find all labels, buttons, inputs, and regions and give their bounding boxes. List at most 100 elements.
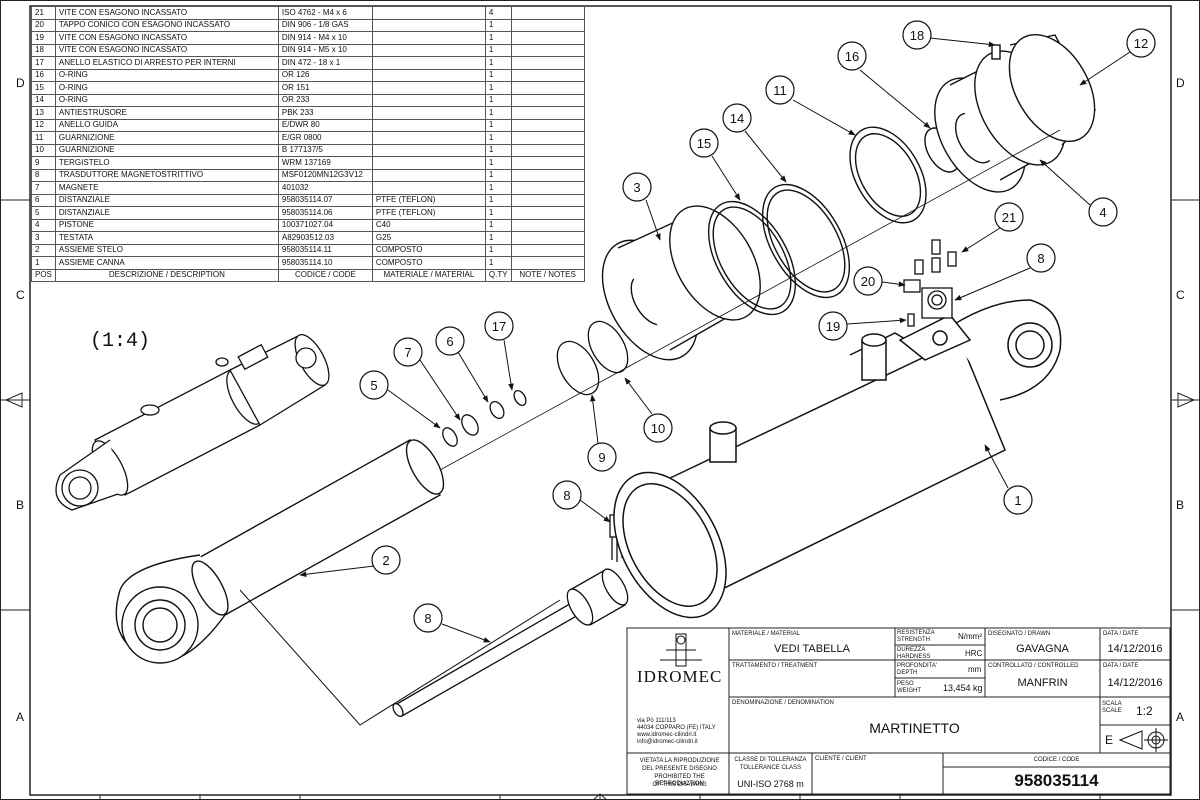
bom-header-desc: DESCRIZIONE / DESCRIPTION [54, 268, 279, 282]
bom-cell-desc: DISTANZIALE [54, 206, 279, 220]
bom-cell-note [510, 6, 585, 20]
bom-cell-code: OR 126 [277, 68, 373, 82]
bom-cell-note [510, 143, 585, 157]
bom-cell-pos: 5 [31, 206, 56, 220]
bom-cell-desc: ANELLO ELASTICO DI ARRESTO PER INTERNI [54, 56, 279, 70]
svg-text:4: 4 [1099, 205, 1106, 220]
bom-cell-pos: 18 [31, 43, 56, 57]
bom-cell-qty: 1 [484, 143, 512, 157]
bom-cell-desc: TAPPO CONICO CON ESAGONO INCASSATO [54, 18, 279, 32]
svg-text:18: 18 [910, 28, 924, 43]
checked-value: MANFRIN [1017, 677, 1068, 689]
bom-cell-qty: 1 [484, 231, 512, 245]
transducer-head [903, 239, 957, 327]
bom-cell-code: PBK 233 [277, 106, 373, 120]
bom-cell-desc: TRASDUTTORE MAGNETOSTRITTIVO [54, 168, 279, 182]
hardness-label-it: DUREZZA [897, 647, 926, 653]
bom-cell-mat [371, 43, 486, 57]
piston-part [934, 33, 1096, 193]
strength-label-it: RESISTENZA [897, 630, 935, 636]
bom-cell-note [510, 168, 585, 182]
company-address-2: 44034 COPPARO (FE) ITALY [637, 725, 716, 731]
bom-cell-desc: ANTIESTRUSORE [54, 106, 279, 120]
projection-symbol [1118, 728, 1168, 752]
bom-cell-mat [371, 118, 486, 132]
svg-text:1: 1 [1014, 493, 1021, 508]
depth-label-it: PROFONDITA' [897, 663, 938, 669]
bom-cell-qty: 1 [484, 181, 512, 195]
svg-text:21: 21 [1002, 210, 1016, 225]
bom-cell-code: ISO 4762 - M4 x 6 [277, 6, 373, 20]
bom-cell-note [510, 18, 585, 32]
bom-cell-mat [371, 143, 486, 157]
scale-value: 1:2 [1136, 704, 1153, 718]
bom-cell-qty: 1 [484, 118, 512, 132]
bom-cell-code: OR 233 [277, 93, 373, 107]
bom-cell-qty: 1 [484, 256, 512, 270]
company-logo [660, 633, 702, 667]
bom-cell-pos: 11 [31, 131, 56, 145]
bom-cell-mat: C40 [371, 218, 486, 232]
bom-cell-code: OR 151 [277, 81, 373, 95]
bom-cell-mat [371, 156, 486, 170]
zone-letter-left-b: B [16, 498, 25, 512]
bom-cell-code: DIN 906 - 1/8 GAS [277, 18, 373, 32]
bom-cell-qty: 1 [484, 218, 512, 232]
bom-header-pos: POS [31, 268, 56, 282]
bom-cell-mat: PTFE (TEFLON) [371, 193, 486, 207]
svg-text:19: 19 [826, 319, 840, 334]
bom-cell-pos: 1 [31, 256, 56, 270]
zone-letter-left-c: C [16, 288, 25, 302]
bom-cell-mat [371, 56, 486, 70]
svg-text:8: 8 [424, 611, 431, 626]
bom-cell-desc: DISTANZIALE [54, 193, 279, 207]
bom-cell-note [510, 181, 585, 195]
svg-text:16: 16 [845, 49, 859, 64]
bom-cell-note [510, 118, 585, 132]
bom-cell-qty: 1 [484, 206, 512, 220]
reproduction-note-1: VIETATA LA RIPRODUZIONE [639, 758, 720, 764]
weight-label-en: WEIGHT [897, 688, 921, 694]
bom-cell-desc: ANELLO GUIDA [54, 118, 279, 132]
bom-cell-pos: 16 [31, 68, 56, 82]
bom-cell-pos: 15 [31, 81, 56, 95]
bom-cell-desc: GUARNIZIONE [54, 143, 279, 157]
o-rings [707, 126, 960, 316]
bom-header-qty: Q.TY [484, 268, 512, 282]
date-value-2: 14/12/2016 [1107, 677, 1163, 689]
tolerance-label-en: TOLLERANCE CLASS [739, 765, 802, 771]
svg-text:3: 3 [633, 180, 640, 195]
bom-cell-code: 958035114.06 [277, 206, 373, 220]
bom-cell-mat: PTFE (TEFLON) [371, 206, 486, 220]
reproduction-note-2: DEL PRESENTE DISEGNO [642, 766, 717, 772]
depth-label-en: DEPTH [897, 670, 918, 676]
bom-cell-code: 958035114.11 [277, 243, 373, 257]
bom-cell-mat [371, 18, 486, 32]
bom-cell-mat [371, 6, 486, 20]
svg-text:10: 10 [651, 421, 665, 436]
bom-cell-note [510, 218, 585, 232]
reproduction-note-3: PROHIBITED THE REPRODUCTION [654, 774, 705, 787]
bom-cell-desc: PISTONE [54, 218, 279, 232]
checked-label: CONTROLLATO / CONTROLLED [988, 663, 1079, 669]
bom-cell-note [510, 131, 585, 145]
zone-letter-right-a: A [1176, 710, 1185, 724]
bom-cell-mat [371, 81, 486, 95]
small-parts [442, 320, 629, 447]
date-value-1: 14/12/2016 [1107, 643, 1163, 655]
drawing-code: 958035114 [1014, 771, 1099, 790]
bom-cell-qty: 1 [484, 43, 512, 57]
hardness-label-en: HARDNESS [897, 654, 931, 660]
